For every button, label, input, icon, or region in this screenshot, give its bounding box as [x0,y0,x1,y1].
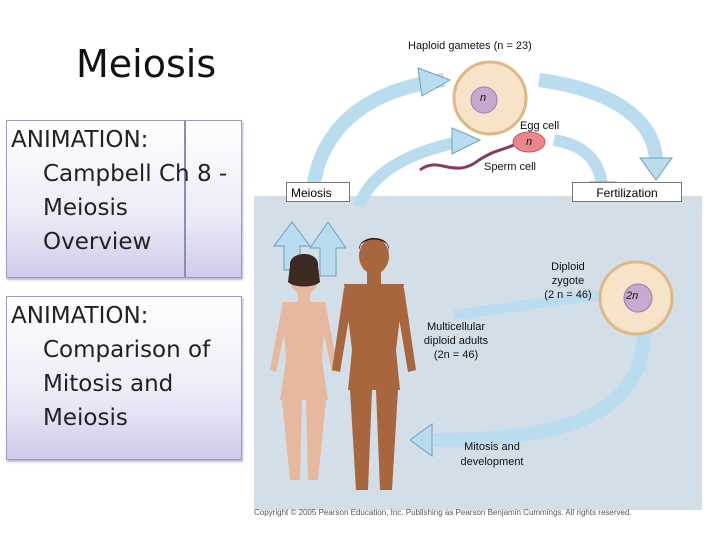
slide-title: Meiosis [76,42,217,86]
mitosis-label: Mitosis and development [450,440,534,470]
sperm-head [512,131,546,153]
cycle-arrow-inner-right [552,134,608,187]
cycle-arrowhead-left-top [417,67,452,97]
cycle-arrowhead-right [639,157,673,181]
female-figure [270,254,338,480]
animation-line: Mitosis and [43,371,174,397]
mitosis-label-line: Mitosis and [464,441,520,453]
haploid-gametes-label: Haploid gametes (n = 23) [408,40,532,52]
meiosis-label: Meiosis [286,182,350,202]
animation-line: Meiosis [43,405,128,431]
process-band: Meiosis Fertilization [254,182,702,202]
egg-cell-ploidy: n [480,92,487,104]
animation-line: Meiosis [43,195,128,221]
adults-label: Multicellular diploid adults (2n = 46) [414,320,498,362]
zygote-to-adults-arrow [453,291,600,320]
cycle-arrow-bottom [433,329,651,447]
animation-link-meiosis-overview[interactable]: ANIMATION: Campbell Ch 8 - Meiosis Overv… [6,120,242,278]
cycle-arrowhead-bottom [409,423,433,457]
animation-link-mitosis-meiosis[interactable]: ANIMATION: Comparison of Mitosis and Mei… [6,296,242,460]
cycle-arrow-top-left [305,73,445,201]
animation-link-text: ANIMATION: Campbell Ch 8 - Meiosis Overv… [11,123,227,259]
cycle-arrow-top-right [538,73,663,161]
zygote-ploidy: 2n [626,290,639,302]
zygote-label: Diploid zygote (2 n = 46) [538,260,598,302]
animation-line: Campbell Ch 8 - [43,161,228,187]
animation-link-text: ANIMATION: Comparison of Mitosis and Mei… [11,299,210,435]
cycle-arrowhead-inner [451,127,482,155]
animation-line: ANIMATION: [11,127,149,153]
adults-label-line: Multicellular [426,321,486,333]
cycle-arrow-inner-left [353,134,471,209]
copyright-notice: Copyright © 2005 Pearson Education, Inc.… [254,508,632,517]
life-cycle-figure: Haploid gametes (n = 23) n Egg cell n Sp… [254,20,702,510]
animation-line: Comparison of [43,337,211,363]
animation-line: Overview [43,229,152,255]
sperm-cell-ploidy: n [526,136,533,148]
sperm-cell-label: Sperm cell [484,161,536,173]
adults-label-line: (2n = 46) [433,349,479,361]
up-arrow-right [309,221,347,277]
sperm-tail [419,142,517,172]
zygote-label-line: Diploid [551,261,585,273]
figure-graphics [270,60,674,490]
animation-line: ANIMATION: [11,303,149,329]
adults-label-line: diploid adults [423,335,489,347]
zygote-label-line: zygote [551,275,585,287]
zygote-label-line: (2 n = 46) [544,289,592,301]
box-divider [184,121,186,277]
egg-cell-label: Egg cell [520,120,560,132]
mitosis-label-line: development [460,456,524,468]
male-figure [332,238,416,490]
egg-nucleus [470,86,498,114]
zygote-nucleus [623,283,653,313]
fertilization-label: Fertilization [572,182,682,202]
